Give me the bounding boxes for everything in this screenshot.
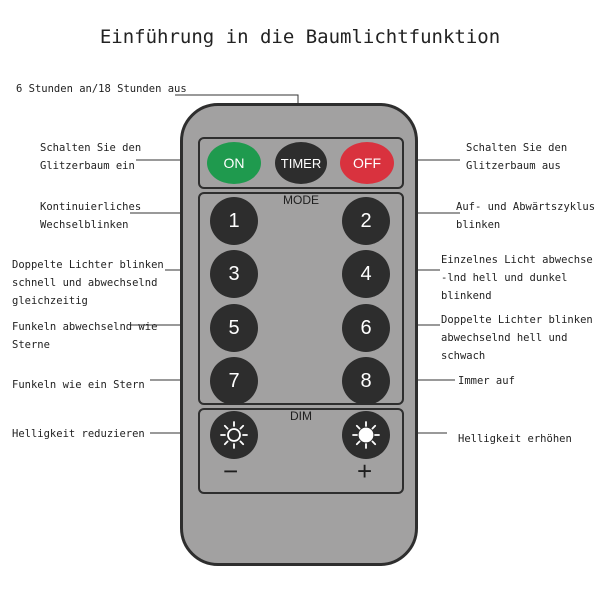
off-button[interactable]: OFF <box>340 142 394 184</box>
annotation-dim-up: Helligkeit erhöhen <box>458 433 572 445</box>
sun-outline-icon <box>220 421 248 449</box>
annotation-mode-4: Einzelnes Licht abwechse-lnd hell und du… <box>441 254 593 302</box>
power-panel <box>198 137 404 189</box>
dim-panel <box>198 408 404 494</box>
annotation-timer: 6 Stunden an/18 Stunden aus <box>16 83 187 95</box>
minus-sign: − <box>223 456 239 486</box>
plus-sign: + <box>357 456 373 486</box>
sun-filled-icon <box>352 421 380 449</box>
on-button[interactable]: ON <box>207 142 261 184</box>
mode-button-4[interactable]: 4 <box>342 250 390 298</box>
mode-button-5[interactable]: 5 <box>210 304 258 352</box>
annotation-dim-down: Helligkeit reduzieren <box>12 428 145 440</box>
dim-up-button[interactable] <box>342 411 390 459</box>
annotation-mode-7: Funkeln wie ein Stern <box>12 379 145 391</box>
dim-label: DIM <box>290 409 312 423</box>
mode-button-1[interactable]: 1 <box>210 197 258 245</box>
annotation-mode-8: Immer auf <box>458 375 515 387</box>
mode-button-2[interactable]: 2 <box>342 197 390 245</box>
timer-button[interactable]: TIMER <box>275 142 327 184</box>
mode-button-6[interactable]: 6 <box>342 304 390 352</box>
dim-down-button[interactable] <box>210 411 258 459</box>
mode-label: MODE <box>283 193 319 207</box>
mode-panel <box>198 192 404 405</box>
mode-button-8[interactable]: 8 <box>342 357 390 405</box>
remote-control: ON TIMER OFF MODE 1 2 3 4 5 6 7 8 DIM <box>180 103 418 566</box>
mode-button-7[interactable]: 7 <box>210 357 258 405</box>
mode-button-3[interactable]: 3 <box>210 250 258 298</box>
page-title: Einführung in die Baumlichtfunktion <box>99 26 501 48</box>
